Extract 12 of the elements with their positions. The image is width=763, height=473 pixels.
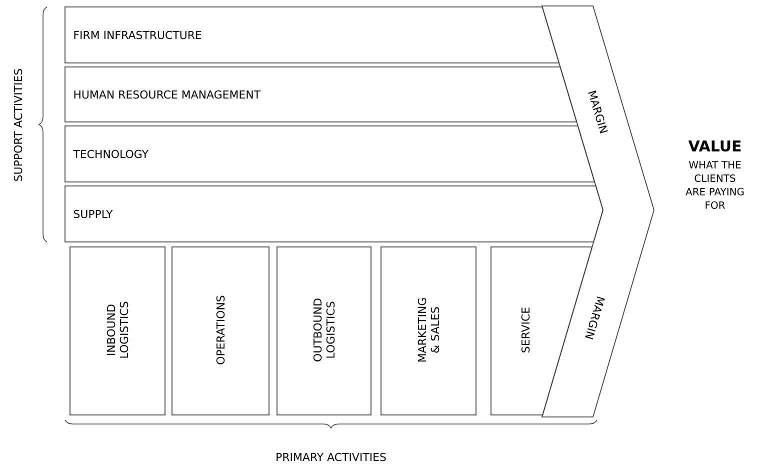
activity-bar: FIRM INFRASTRUCTURE (64, 6, 560, 64)
group-label: SUPPORT ACTIVITIES (14, 68, 22, 181)
activity-box: MARKETING & SALES (380, 246, 476, 416)
activity-box: INBOUND LOGISTICS (70, 246, 166, 416)
group-label: PRIMARY ACTIVITIES (276, 452, 386, 462)
activity-bar: TECHNOLOGY (64, 126, 596, 182)
activity-bar: HUMAN RESOURCE MANAGEMENT (64, 66, 578, 122)
activity-bar: SUPPLY (64, 186, 604, 242)
value-heading: VALUE (688, 140, 741, 152)
activity-box: OPERATIONS (172, 246, 270, 416)
activity-box: OUTBOUND LOGISTICS (276, 246, 372, 416)
value-description: WHAT THE CLIENTS ARE PAYING FOR (686, 161, 744, 209)
